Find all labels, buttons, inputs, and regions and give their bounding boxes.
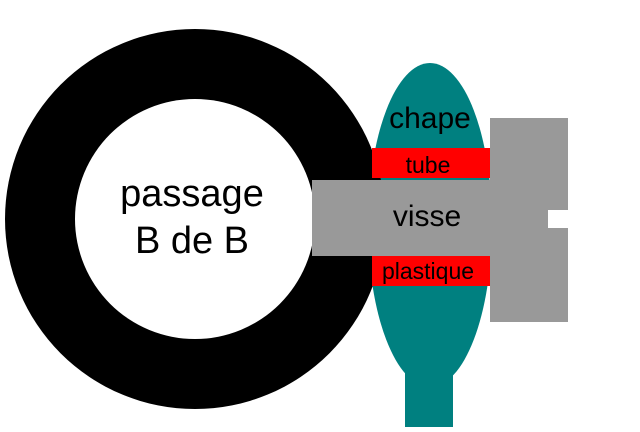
- chape-label: chape: [389, 102, 471, 135]
- tube-label: tube: [406, 152, 451, 178]
- plastique-label: plastique: [382, 258, 474, 284]
- tube-band: [372, 148, 490, 178]
- passage-label-line2: B de B: [135, 220, 249, 262]
- plastique-band: [372, 256, 490, 286]
- passage-label-line1: passage: [120, 173, 264, 215]
- visse-screw: [312, 118, 568, 322]
- visse-label: visse: [393, 200, 461, 233]
- passage-hole: [75, 99, 315, 339]
